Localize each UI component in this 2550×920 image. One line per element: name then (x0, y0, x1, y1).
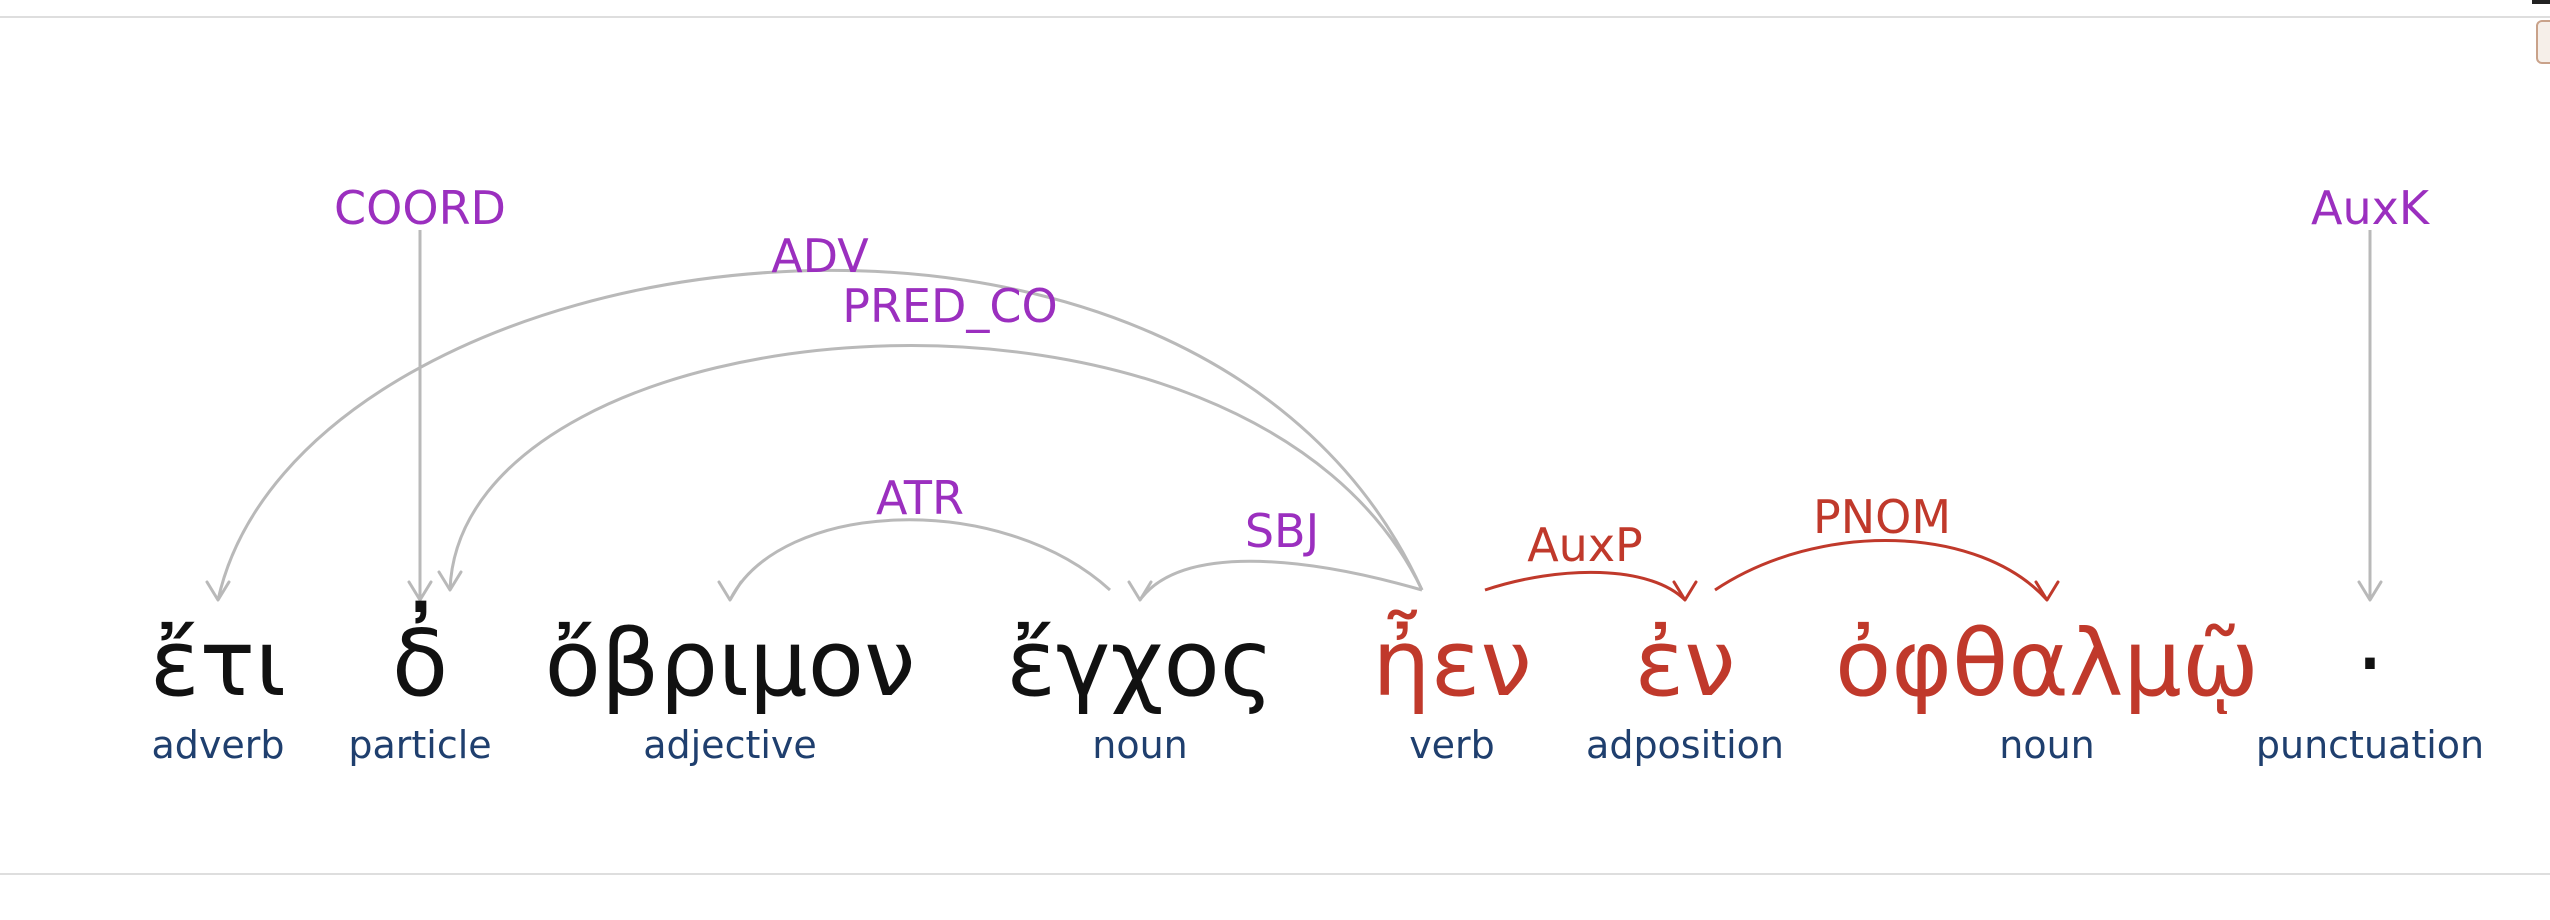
token-word[interactable]: ἦεν (1372, 608, 1531, 717)
token-word[interactable]: ἔγχος (1006, 610, 1274, 717)
token-word[interactable]: ὄβριμον (545, 610, 916, 717)
corner-tab (2532, 0, 2550, 4)
arrowhead-coord (407, 580, 433, 602)
relation-label-sbj[interactable]: SBJ (1245, 504, 1319, 558)
token-pos-label: particle (348, 723, 491, 767)
arc-adv[interactable] (216, 268, 1424, 601)
token-word[interactable]: δ̓ (392, 600, 448, 717)
corner-button[interactable] (2536, 20, 2550, 64)
token-pos-label: noun (1092, 723, 1188, 767)
relation-label-auxp[interactable]: AuxP (1527, 518, 1643, 572)
token-word[interactable]: · (2355, 610, 2384, 717)
relation-label-pred-co[interactable]: PRED_CO (842, 279, 1058, 333)
arc-sbj[interactable] (1138, 559, 1423, 601)
arc-pred-co[interactable] (448, 344, 1424, 591)
token-word[interactable]: ὀφθαλμῷ (1835, 610, 2259, 717)
token-pos-label: adverb (151, 723, 284, 767)
arrowhead-sbj (1127, 580, 1153, 602)
relation-label-atr[interactable]: ATR (876, 471, 964, 525)
word-layer: ἔτι adverb δ̓ particle ὄβριμον adjective ἔγχος… (150, 600, 2484, 767)
arrowhead-pnom (2034, 580, 2060, 602)
arrowhead-adv (205, 580, 231, 602)
token-word[interactable]: ἐν (1634, 610, 1735, 717)
token-word[interactable]: ἔτι (150, 610, 286, 717)
arc-pnom[interactable] (1714, 539, 2049, 602)
arrowhead-auxp (1672, 580, 1698, 602)
bottom-divider (0, 873, 2550, 875)
relation-label-adv[interactable]: ADV (771, 229, 869, 283)
token-pos-label: noun (1999, 723, 2095, 767)
token-pos-label: adjective (643, 723, 817, 767)
relation-label-coord[interactable]: COORD (334, 181, 506, 235)
arc-layer (205, 230, 2383, 602)
relation-label-auxk[interactable]: AuxK (2311, 181, 2431, 235)
token-pos-label: verb (1409, 723, 1495, 767)
relation-label-pnom[interactable]: PNOM (1813, 490, 1951, 544)
arc-auxp[interactable] (1484, 570, 1687, 602)
arc-atr[interactable] (728, 518, 1112, 601)
token-pos-label: adposition (1586, 723, 1784, 767)
arrowhead-pred-co (437, 570, 463, 592)
arrowhead-auxk (2357, 580, 2383, 602)
top-divider (0, 16, 2550, 18)
arrowhead-atr (717, 580, 743, 602)
token-pos-label: punctuation (2256, 723, 2484, 767)
